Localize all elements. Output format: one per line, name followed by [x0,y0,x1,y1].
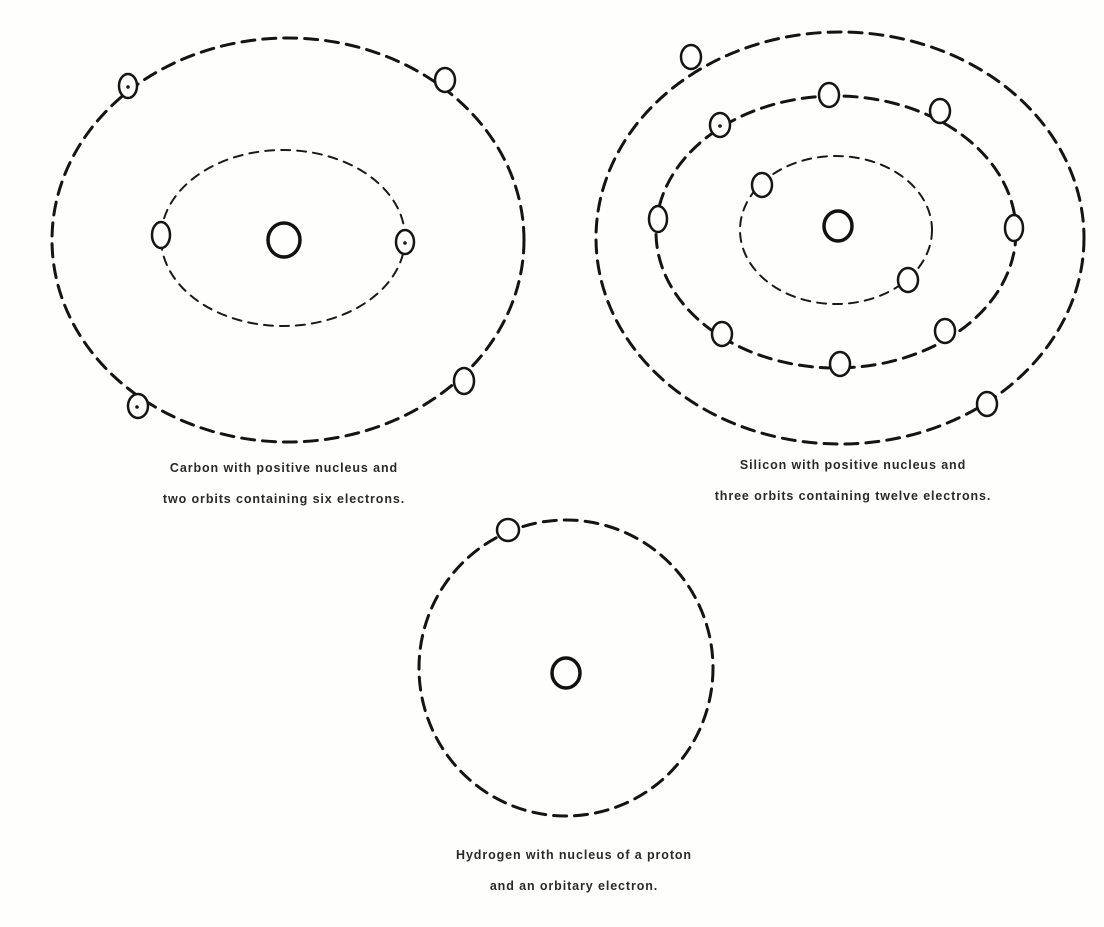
silicon-nucleus [824,211,852,241]
silicon-electron [649,206,667,232]
hydrogen-caption: Hydrogen with nucleus of a proton and an… [394,840,754,902]
hydrogen-electron [497,519,519,541]
silicon-electron [977,392,997,416]
carbon-electron [128,394,148,418]
carbon-electron [119,74,137,98]
silicon-atom [596,32,1084,444]
carbon-atom [52,38,524,442]
silicon-caption-line-1: Silicon with positive nucleus and [663,450,1043,481]
hydrogen-caption-line-2: and an orbitary electron. [394,871,754,902]
hydrogen-nucleus [552,658,580,688]
carbon-electron [454,368,474,394]
carbon-caption-line-1: Carbon with positive nucleus and [104,453,464,484]
silicon-electron [830,352,850,376]
silicon-electron [710,113,730,137]
carbon-electron [152,222,170,248]
hydrogen-caption-line-1: Hydrogen with nucleus of a proton [394,840,754,871]
carbon-electron [435,68,455,92]
silicon-electron [712,322,732,346]
silicon-electron [898,268,918,292]
carbon-caption: Carbon with positive nucleus and two orb… [104,453,464,515]
silicon-electron [930,99,950,123]
silicon-electron [819,83,839,107]
silicon-electron [935,319,955,343]
carbon-nucleus [268,223,300,257]
hydrogen-atom [419,519,713,816]
carbon-electron [396,230,414,254]
silicon-caption: Silicon with positive nucleus and three … [663,450,1043,512]
silicon-caption-line-2: three orbits containing twelve electrons… [663,481,1043,512]
silicon-electron [681,45,701,69]
silicon-electron [1005,215,1023,241]
silicon-electron [752,173,772,197]
carbon-caption-line-2: two orbits containing six electrons. [104,484,464,515]
